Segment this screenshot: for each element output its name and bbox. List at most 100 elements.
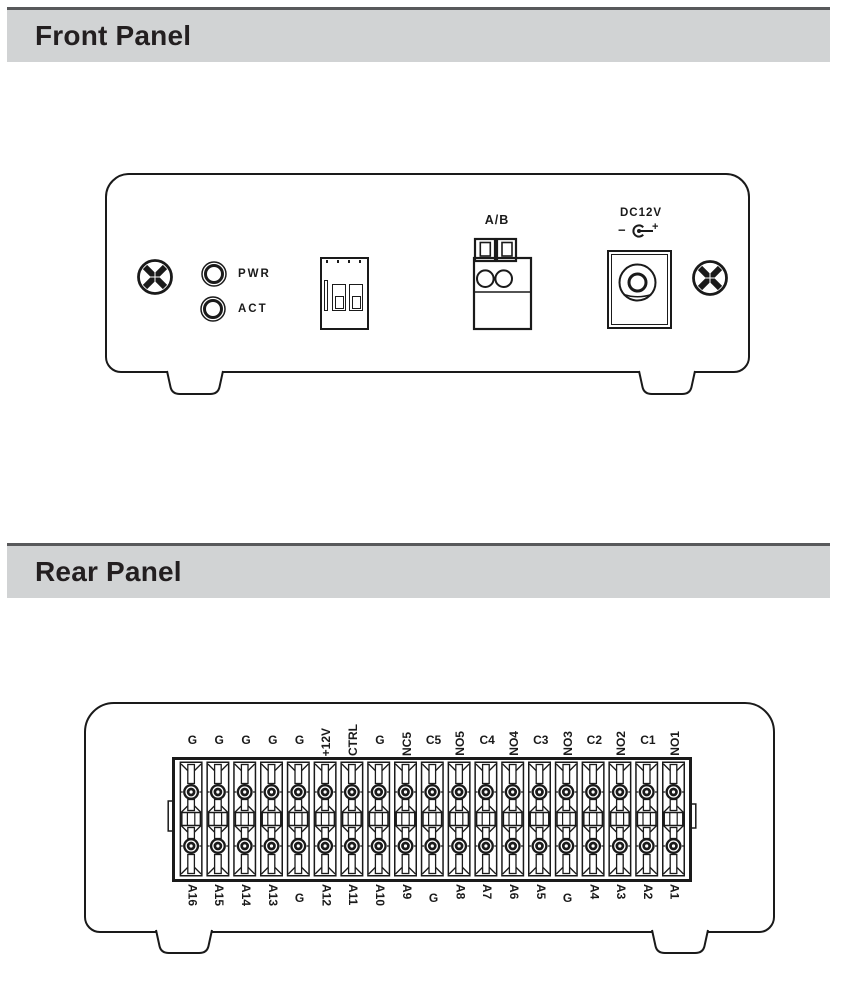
terminal-label-cell: A6 [501, 884, 528, 940]
dip-switch-knob-2 [351, 296, 361, 309]
terminal-column [340, 761, 364, 877]
dip-switch-slot-1 [332, 284, 346, 311]
terminal-label-cell: G [179, 700, 206, 756]
terminal-label: G [375, 733, 385, 747]
terminal-column [581, 761, 605, 877]
terminal-label: A3 [614, 884, 629, 900]
terminal-label-cell: A9 [393, 884, 420, 940]
device-foot [651, 929, 709, 954]
terminal-label: A8 [453, 884, 468, 900]
terminal-label-cell: C2 [581, 700, 608, 756]
terminal-column [206, 761, 230, 877]
terminal-column [608, 761, 632, 877]
terminal-label: NO3 [560, 731, 575, 756]
terminal-label: G [562, 891, 573, 905]
terminal-label-cell: C5 [420, 700, 447, 756]
terminal-column [260, 761, 283, 877]
terminal-bottom-labels: A16 A15 A14 A13 G A12 A11 A10 A9 G A8 A7 A6 A5 G A4 A3 A2… [172, 884, 692, 940]
terminal-label-cell: A13 [259, 884, 286, 940]
terminal-label-cell: C1 [635, 700, 662, 756]
terminal-label: A12 [319, 884, 334, 907]
terminal-label-cell: G [367, 700, 394, 756]
terminal-label: A7 [480, 884, 495, 900]
terminal-label-cell: A11 [340, 884, 367, 940]
terminal-label-cell: A4 [581, 884, 608, 940]
terminal-column [554, 761, 578, 877]
dc-jack-barrel [618, 263, 657, 302]
terminal-label: A15 [212, 884, 227, 907]
terminal-label-cell: CTRL [340, 700, 367, 756]
dip-switch-knob-1 [334, 296, 344, 309]
terminal-label: NO4 [506, 731, 521, 756]
terminal-label: A14 [238, 884, 253, 907]
ab-port-label: A/B [484, 213, 510, 227]
terminal-label: A9 [399, 884, 414, 900]
terminal-label-cell: NO2 [608, 700, 635, 756]
terminal-label: C4 [479, 733, 495, 747]
terminal-label: NO1 [667, 731, 682, 756]
terminal-label: A6 [506, 884, 521, 900]
front-panel-diagram: PWR ACT A/B DC12V − [105, 173, 750, 373]
terminal-column [367, 761, 391, 877]
terminal-label: G [294, 733, 305, 747]
dip-switch-slot-2 [349, 284, 363, 311]
device-foot [638, 370, 696, 395]
terminal-label: A10 [372, 884, 387, 907]
device-foot [166, 370, 224, 395]
terminal-column [313, 761, 337, 877]
screw-icon [690, 258, 730, 298]
terminal-label: G [268, 733, 278, 747]
front-panel-title: Front Panel [35, 20, 192, 51]
terminal-label-cell: A3 [608, 884, 635, 940]
terminal-column [179, 761, 203, 877]
terminal-label: A13 [265, 884, 280, 907]
terminal-label: NC5 [399, 731, 414, 756]
terminal-label: A11 [346, 884, 361, 906]
terminal-label-cell: A15 [206, 884, 233, 940]
terminal-label-cell: A1 [661, 884, 688, 940]
terminal-label-cell: A16 [179, 884, 206, 940]
terminal-label: A2 [640, 884, 655, 900]
terminal-label-cell: +12V [313, 700, 340, 756]
terminal-label-cell: A10 [367, 884, 394, 940]
terminal-column [662, 761, 685, 877]
terminal-column [447, 761, 471, 877]
rear-panel-heading: Rear Panel [7, 543, 830, 598]
ab-terminal-port [472, 237, 533, 331]
terminal-label-cell: G [259, 700, 286, 756]
terminal-label: C3 [533, 733, 549, 747]
svg-text:+: + [652, 221, 658, 233]
terminal-label-cell: NO3 [554, 700, 581, 756]
rear-panel-title: Rear Panel [35, 556, 182, 587]
terminal-label: C2 [586, 733, 603, 747]
front-panel-heading: Front Panel [7, 7, 830, 62]
terminal-label-cell: G [420, 884, 447, 940]
terminal-column [635, 761, 659, 877]
terminal-label: NO2 [614, 731, 629, 756]
dc-power-label: DC12V [619, 207, 663, 219]
terminal-label-cell: A7 [474, 884, 501, 940]
terminal-label-cell: C4 [474, 700, 501, 756]
dc-power-jack [607, 250, 672, 329]
terminal-label: +12V [319, 727, 334, 756]
terminal-column [420, 761, 444, 877]
dip-switch-ticks [326, 260, 363, 263]
terminal-label-cell: A12 [313, 884, 340, 940]
terminal-label: NO5 [453, 731, 468, 756]
terminal-block [167, 757, 697, 882]
terminal-label-cell: G [286, 884, 313, 940]
terminal-label: A4 [587, 884, 602, 900]
screw-icon [135, 257, 175, 297]
terminal-label: G [187, 733, 198, 747]
act-led-icon [199, 295, 227, 323]
terminal-label-cell: A2 [635, 884, 662, 940]
terminal-label-cell: G [554, 884, 581, 940]
terminal-label-cell: NC5 [393, 700, 420, 756]
terminal-label: G [428, 891, 439, 905]
terminal-label-cell: G [233, 700, 260, 756]
terminal-label-cell: G [286, 700, 313, 756]
rear-panel-diagram [84, 702, 775, 933]
terminal-column [286, 761, 310, 877]
terminal-label-cell: A5 [527, 884, 554, 940]
